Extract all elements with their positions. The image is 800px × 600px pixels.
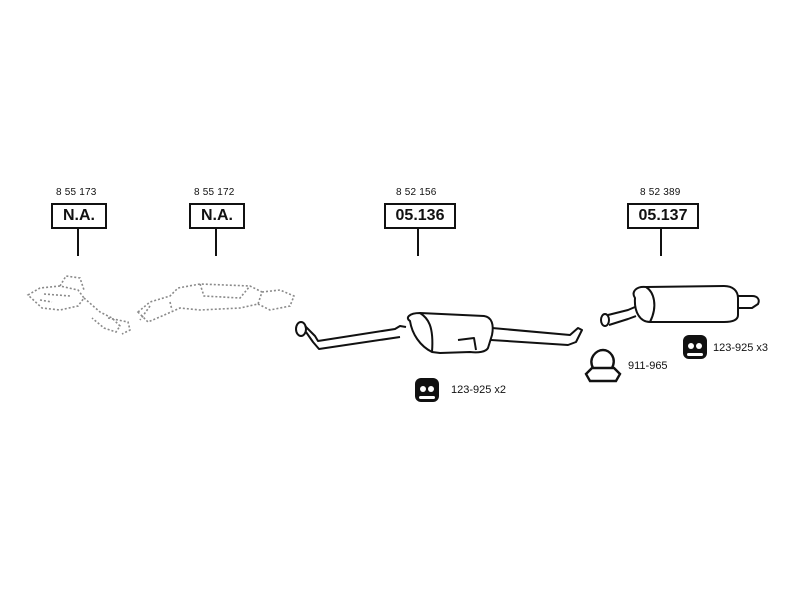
front-catalyst-part bbox=[26, 275, 131, 335]
accessory-label: 911-965 bbox=[628, 360, 668, 372]
part-reference-number: 8 52 156 bbox=[396, 187, 437, 198]
rubber-hanger-icon bbox=[415, 378, 439, 402]
part-reference-number: 8 55 172 bbox=[194, 187, 235, 198]
catalytic-converter-part bbox=[136, 283, 296, 323]
leader-line bbox=[660, 229, 662, 256]
part-code-box: 05.137 bbox=[627, 203, 699, 229]
part-code-box: N.A. bbox=[51, 203, 107, 229]
accessory-label: 123-925 x3 bbox=[713, 342, 769, 354]
part-reference-number: 8 52 389 bbox=[640, 187, 681, 198]
leader-line bbox=[215, 229, 217, 256]
accessory-label: 123-925 x2 bbox=[451, 384, 507, 396]
part-code-box: N.A. bbox=[189, 203, 245, 229]
part-code-box: 05.136 bbox=[384, 203, 456, 229]
pipe-clamp-icon bbox=[584, 348, 622, 383]
leader-line bbox=[417, 229, 419, 256]
leader-line bbox=[77, 229, 79, 256]
center-muffler-part bbox=[295, 312, 583, 354]
part-reference-number: 8 55 173 bbox=[56, 187, 97, 198]
rubber-hanger-icon bbox=[683, 335, 707, 359]
rear-muffler-part bbox=[600, 285, 760, 327]
